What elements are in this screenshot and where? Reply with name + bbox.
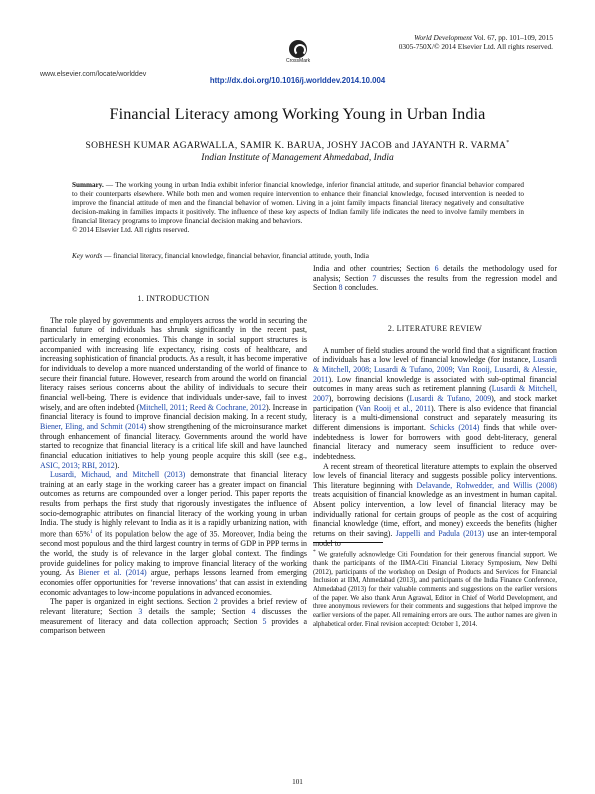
- intro-paragraph-2: Lusardi, Michaud, and Mitchell (2013) de…: [40, 470, 307, 597]
- citation-link[interactable]: Van Rooij et al., 2011: [358, 403, 431, 413]
- text-run: use an inter-temporal model to: [313, 529, 557, 548]
- section-link[interactable]: 4: [251, 606, 256, 616]
- intro-paragraph-3: The paper is organized in eight sections…: [40, 597, 307, 636]
- section-link[interactable]: 3: [138, 606, 143, 616]
- author-footnote-mark[interactable]: *: [506, 140, 510, 146]
- citation-link[interactable]: Lusardi & Tufano, 2009: [409, 393, 492, 403]
- crossmark-logo[interactable]: CrossMark: [286, 40, 310, 64]
- left-column: 1. INTRODUCTION The role played by gover…: [40, 294, 307, 636]
- footnote: * We gratefully acknowledge Citi Foundat…: [313, 548, 557, 630]
- right-column: India and other countries; Section 6 det…: [313, 264, 557, 548]
- intro-paragraph-3-continued: India and other countries; Section 6 det…: [313, 264, 557, 293]
- keywords-text: — financial literacy, financial knowledg…: [102, 252, 369, 260]
- footnote-rule: [313, 542, 383, 543]
- citation-link[interactable]: Mitchell, 2011; Reed & Cochrane, 2012: [139, 402, 266, 412]
- crossmark-icon: [289, 40, 307, 58]
- text-run: ), borrowing decisions (: [328, 393, 410, 403]
- text-run: show strengthening of the microinsurance…: [40, 421, 307, 460]
- footnote-text: We gratefully acknowledge Citi Foundatio…: [313, 551, 557, 628]
- text-run: details the methodology used for analysi…: [313, 264, 558, 283]
- section-link[interactable]: 5: [262, 616, 267, 626]
- citation-link[interactable]: Jappelli and Padula (2013): [395, 529, 485, 539]
- citation-link[interactable]: Biener et al. (2014): [78, 568, 147, 578]
- text-run: finds that while over-indebtedness is lo…: [313, 422, 558, 461]
- text-run: provides a comparison between: [40, 616, 307, 636]
- text-run: A recent stream of theoretical literatur…: [313, 461, 557, 490]
- keywords: Key words — financial literacy, financia…: [72, 252, 524, 260]
- journal-url[interactable]: www.elsevier.com/locate/worlddev: [40, 71, 147, 78]
- text-run: A number of field studies around the wor…: [313, 345, 557, 365]
- section-link[interactable]: 2: [213, 597, 218, 607]
- abstract-copyright: © 2014 Elsevier Ltd. All rights reserved…: [72, 225, 190, 234]
- citation-link[interactable]: Schicks (2014): [429, 422, 480, 432]
- lit-paragraph-2: A recent stream of theoretical literatur…: [313, 462, 557, 549]
- section-link[interactable]: 6: [434, 264, 439, 273]
- text-run: argue, perhaps lessons learned from emer…: [40, 568, 307, 597]
- abstract: Summary. — The working young in urban In…: [72, 181, 524, 234]
- journal-meta: World Development Vol. 67, pp. 101–109, …: [399, 33, 553, 51]
- text-run: treats acquisition of financial knowledg…: [313, 490, 557, 539]
- text-run: demonstrate that financial literacy trai…: [40, 470, 308, 539]
- text-run: concludes.: [342, 283, 379, 293]
- citation-link[interactable]: Lusardi & Mitchell, 2007: [313, 384, 557, 403]
- text-run: India and other countries; Section: [313, 264, 435, 273]
- text-run: of its population below the age of 35. M…: [40, 529, 307, 578]
- text-run: details the sample; Section: [142, 606, 252, 616]
- section-heading-literature: 2. LITERATURE REVIEW: [387, 323, 483, 333]
- text-run: ). Increase in financial literacy is fou…: [40, 402, 307, 422]
- paper-title: Financial Literacy among Working Young i…: [109, 105, 486, 123]
- section-link[interactable]: 7: [372, 273, 377, 283]
- text-run: ), and stock market participation (: [313, 393, 558, 413]
- keywords-label: Key words: [72, 252, 103, 260]
- abstract-text: — The working young in urban India exhib…: [72, 181, 524, 225]
- text-run: discusses the results from the regressio…: [313, 273, 557, 293]
- text-run: provides a brief review of relevant lite…: [40, 597, 307, 616]
- crossmark-label: CrossMark: [286, 58, 311, 64]
- issn-line: 0305-750X/© 2014 Elsevier Ltd. All right…: [398, 42, 553, 51]
- text-run: ). There is also evidence that financial…: [313, 403, 557, 432]
- doi-link[interactable]: http://dx.doi.org/10.1016/j.worlddev.201…: [209, 76, 386, 85]
- journal-citation: Vol. 67, pp. 101–109, 2015: [471, 33, 553, 42]
- section-link[interactable]: 8: [338, 283, 343, 293]
- text-run: The role played by governments and emplo…: [40, 315, 307, 412]
- text-run: ). Low financial knowledge is associated…: [313, 374, 557, 394]
- footnote-mark: *: [313, 549, 316, 555]
- footnote-ref[interactable]: 1: [89, 529, 93, 536]
- author-list: SOBHESH KUMAR AGARWALLA, SAMIR K. BARUA,…: [0, 140, 595, 151]
- affiliation: Indian Institute of Management Ahmedabad…: [201, 153, 394, 163]
- lit-paragraph-1: A number of field studies around the wor…: [313, 346, 557, 462]
- page-number: 101: [292, 778, 303, 786]
- text-run: ).: [114, 460, 120, 470]
- section-heading-intro: 1. INTRODUCTION: [137, 294, 210, 303]
- citation-link[interactable]: Lusardi, Michaud, and Mitchell (2013): [50, 470, 186, 480]
- citation-link[interactable]: Lusardi & Mitchell, 2008; Lusardi & Tufa…: [313, 355, 557, 384]
- abstract-label: Summary.: [72, 181, 104, 189]
- intro-paragraph-1: The role played by governments and emplo…: [40, 316, 307, 471]
- journal-name: World Development: [414, 33, 472, 42]
- citation-link[interactable]: Delavande, Rohwedder, and Willis (2008): [416, 480, 557, 490]
- author-names: SOBHESH KUMAR AGARWALLA, SAMIR K. BARUA,…: [85, 141, 507, 152]
- citation-link[interactable]: Biener, Eling, and Schmit (2014): [40, 421, 147, 431]
- text-run: discusses the measurement of literacy an…: [40, 606, 307, 626]
- text-run: The paper is organized in eight sections…: [50, 597, 214, 607]
- citation-link[interactable]: ASIC, 2013; RBI, 2012: [40, 460, 115, 470]
